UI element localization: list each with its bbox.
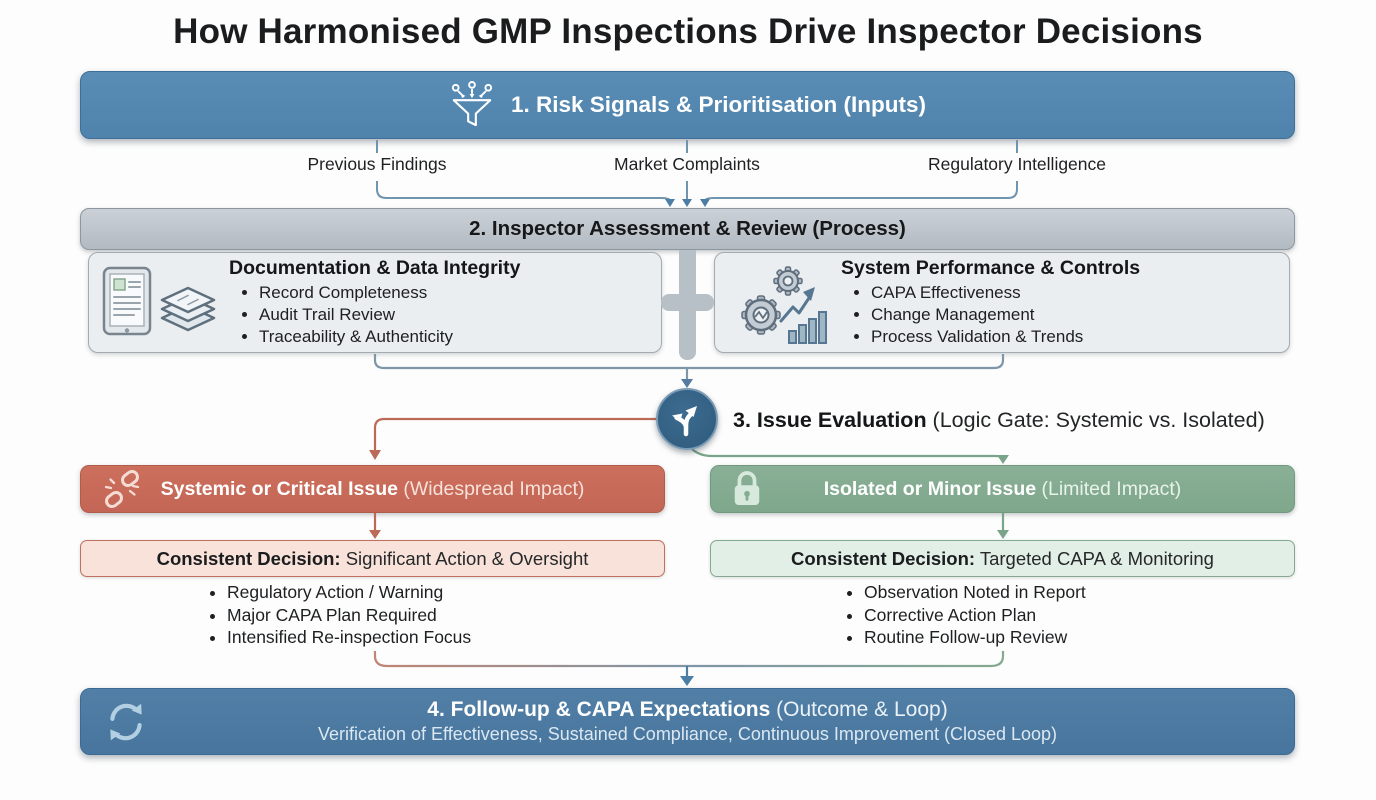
- stage2-banner: 2. Inspector Assessment & Review (Proces…: [80, 208, 1295, 250]
- input-label-previous-findings: Previous Findings: [307, 154, 447, 174]
- list-item: Change Management: [871, 304, 1140, 326]
- isolated-title-rest: (Limited Impact): [1036, 477, 1182, 500]
- stage3-label-rest: (Logic Gate: Systemic vs. Isolated): [926, 408, 1265, 432]
- systemic-actions-list: Regulatory Action / Warning Major CAPA P…: [205, 581, 471, 649]
- stage4-line1-bold: 4. Follow-up & CAPA Expectations: [427, 698, 771, 721]
- input-label-regulatory-intelligence: Regulatory Intelligence: [927, 154, 1107, 174]
- documentation-integrity-list: Record Completeness Audit Trail Review T…: [229, 282, 520, 348]
- isolated-decision-bold: Consistent Decision:: [791, 547, 976, 569]
- documentation-integrity-title: Documentation & Data Integrity: [229, 257, 521, 279]
- stage2-label: 2. Inspector Assessment & Review (Proces…: [469, 217, 906, 240]
- page-title: How Harmonised GMP Inspections Drive Ins…: [173, 12, 1203, 51]
- stage4-banner: 4. Follow-up & CAPA Expectations (Outcom…: [80, 688, 1295, 755]
- list-item: Record Completeness: [259, 282, 520, 304]
- list-item: Regulatory Action / Warning: [227, 581, 471, 604]
- process-plus-connector-horizontal: [661, 294, 714, 311]
- list-item: Traceability & Authenticity: [259, 326, 520, 348]
- list-item: Major CAPA Plan Required: [227, 604, 471, 627]
- system-performance-title: System Performance & Controls: [841, 257, 1141, 279]
- system-performance-box: System Performance & Controls CAPA Effec…: [714, 252, 1290, 353]
- isolated-actions-list: Observation Noted in Report Corrective A…: [842, 581, 1086, 649]
- funnel-icon: [451, 81, 493, 127]
- tablet-documents-icon: [102, 266, 216, 335]
- systemic-title-bold: Systemic or Critical Issue: [160, 477, 398, 500]
- stage4-line2: Verification of Effectiveness, Sustained…: [317, 724, 1058, 744]
- logic-gate-circle: [656, 388, 718, 450]
- isolated-title-bold: Isolated or Minor Issue: [823, 477, 1037, 500]
- isolated-decision-rest: Targeted CAPA & Monitoring: [975, 547, 1214, 569]
- gears-growth-chart-icon: [741, 265, 827, 344]
- systemic-decision-box: Consistent Decision: Significant Action …: [80, 540, 665, 577]
- list-item: Audit Trail Review: [259, 304, 520, 326]
- stage3-label: 3. Issue Evaluation (Logic Gate: Systemi…: [733, 404, 1265, 436]
- padlock-icon: [731, 469, 763, 509]
- list-item: CAPA Effectiveness: [871, 282, 1140, 304]
- system-performance-list: CAPA Effectiveness Change Management Pro…: [841, 282, 1140, 348]
- list-item: Routine Follow-up Review: [864, 626, 1086, 649]
- stage4-line1-rest: (Outcome & Loop): [770, 698, 948, 721]
- list-item: Process Validation & Trends: [871, 326, 1140, 348]
- input-label-market-complaints: Market Complaints: [614, 154, 760, 174]
- list-item: Intensified Re-inspection Focus: [227, 626, 471, 649]
- systemic-title-rest: (Widespread Impact): [397, 477, 585, 500]
- fork-arrows-icon: [672, 406, 697, 437]
- stage4-line1: 4. Follow-up & CAPA Expectations (Outcom…: [427, 698, 947, 722]
- broken-chain-icon: [101, 469, 143, 509]
- stage3-label-bold: 3. Issue Evaluation: [733, 408, 927, 432]
- stage1-banner: 1. Risk Signals & Prioritisation (Inputs…: [80, 71, 1295, 139]
- refresh-loop-icon: [103, 699, 149, 745]
- list-item: Corrective Action Plan: [864, 604, 1086, 627]
- list-item: Observation Noted in Report: [864, 581, 1086, 604]
- systemic-decision-rest: Significant Action & Oversight: [340, 547, 589, 569]
- isolated-decision-box: Consistent Decision: Targeted CAPA & Mon…: [710, 540, 1295, 577]
- systemic-issue-box: Systemic or Critical Issue (Widespread I…: [80, 465, 665, 513]
- documentation-integrity-box: Documentation & Data Integrity Record Co…: [88, 252, 662, 353]
- stage1-label: 1. Risk Signals & Prioritisation (Inputs…: [510, 92, 927, 117]
- isolated-issue-box: Isolated or Minor Issue (Limited Impact): [710, 465, 1295, 513]
- systemic-decision-bold: Consistent Decision:: [156, 547, 341, 569]
